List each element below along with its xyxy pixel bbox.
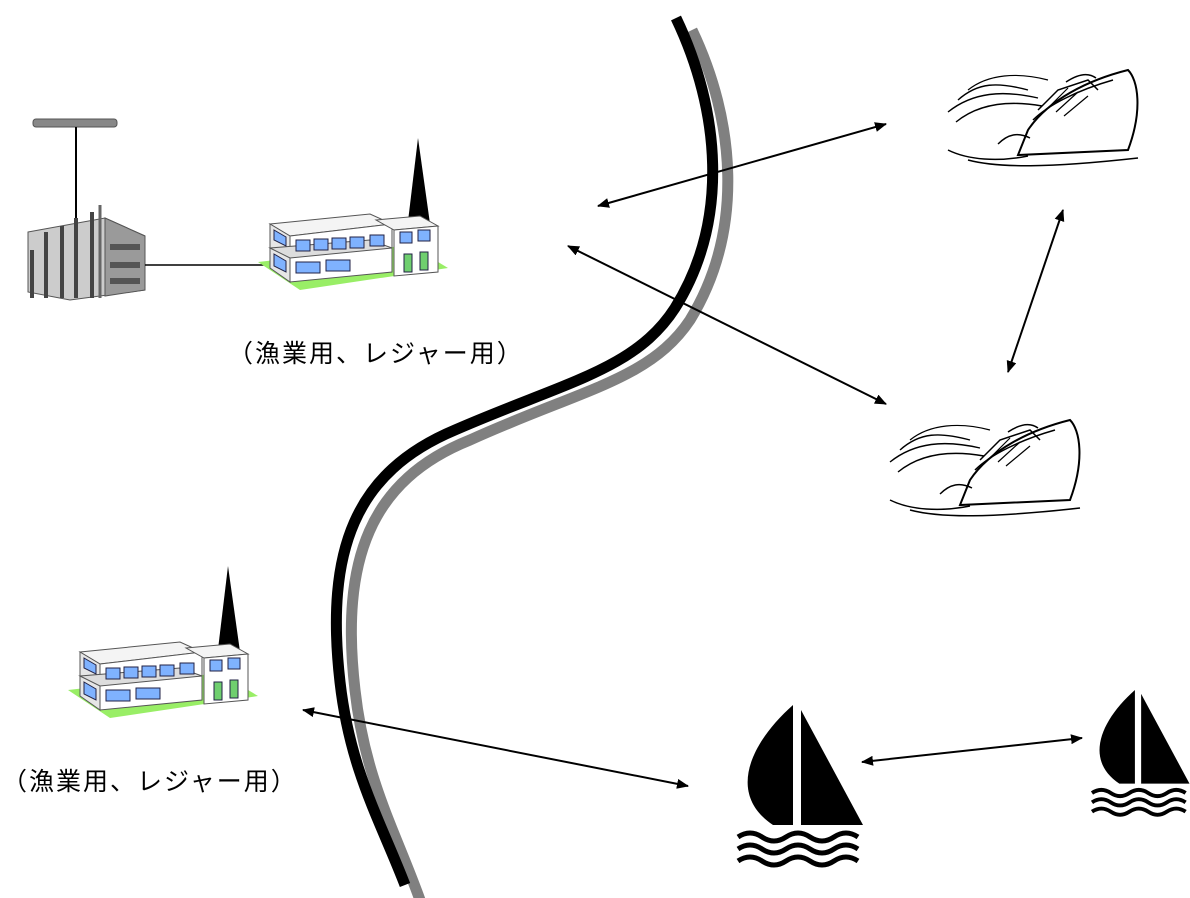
coastal-station-icon (67, 565, 259, 719)
ship-icon (947, 69, 1139, 167)
coastal-station-icon (257, 137, 449, 291)
comm-arrow (567, 245, 887, 405)
comm-arrow (302, 707, 689, 789)
coastline-shadow (345, 27, 734, 898)
sailboat-icon (738, 705, 863, 865)
station-label: （漁業用、レジャー用） (228, 339, 524, 368)
comm-arrow (1006, 209, 1065, 373)
station-label: （漁業用、レジャー用） (2, 767, 298, 796)
comm-arrow (861, 734, 1083, 766)
ship-icon (889, 419, 1081, 517)
antenna-tower-icon (27, 118, 146, 301)
sailboat-icon (1090, 688, 1190, 817)
comm-arrow (597, 122, 887, 208)
coastline (330, 15, 719, 887)
